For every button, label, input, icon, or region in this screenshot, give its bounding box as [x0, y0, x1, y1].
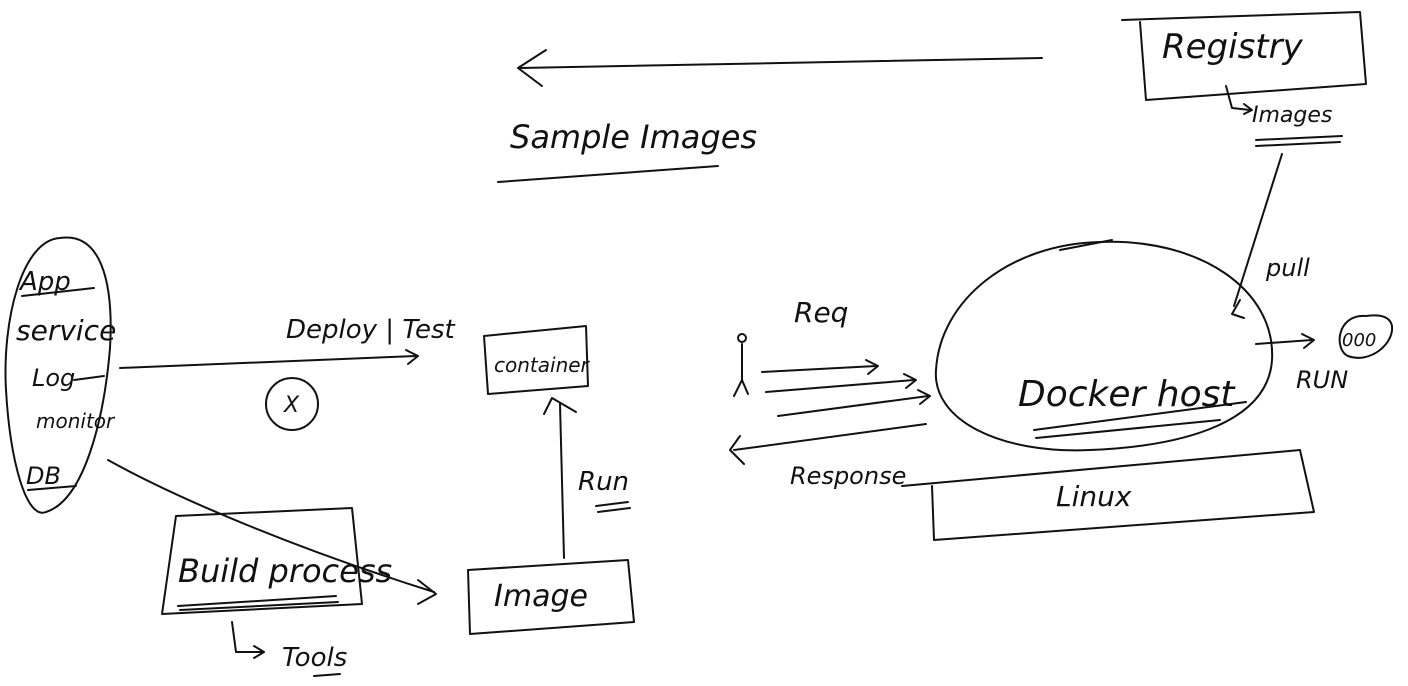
stack-item-log: Log	[32, 364, 75, 392]
deploy-test-arrow	[119, 349, 419, 369]
pull-line	[1231, 153, 1283, 319]
docker-host-node: Docker host	[934, 239, 1274, 452]
build-process-label: Build process	[178, 552, 392, 590]
left-stack: App service Log monitor DB	[4, 236, 116, 514]
stack-item-service: service	[16, 314, 116, 347]
tools-label: Tools	[282, 643, 347, 673]
run-underline	[597, 507, 631, 513]
pull-label: pull	[1265, 254, 1310, 282]
docker-host-label: Docker host	[1018, 374, 1236, 415]
stack-dash	[73, 375, 105, 381]
image-box: Image	[467, 559, 635, 635]
sample-images-arrow	[517, 49, 1043, 87]
user-icon	[733, 333, 749, 397]
run-output-arrow	[1255, 333, 1315, 349]
run-target: 000	[1338, 314, 1394, 359]
blocked-marker: X	[265, 377, 319, 431]
container-label: container	[494, 353, 591, 377]
req-label: Req	[794, 296, 848, 329]
registry-label: Registry	[1162, 27, 1304, 67]
tools-branch: Tools	[231, 621, 347, 677]
stack-divider	[27, 485, 77, 491]
registry-box: Registry	[1121, 11, 1367, 101]
image-label: Image	[494, 579, 588, 614]
stack-item-monitor: monitor	[36, 409, 116, 433]
docker-host-edge	[1059, 239, 1113, 251]
run-target-label: 000	[1342, 330, 1376, 351]
registry-images-label: Images	[1252, 103, 1332, 128]
sample-images-label: Sample Images	[510, 118, 757, 156]
linux-label: Linux	[1056, 480, 1132, 513]
run-underline	[595, 501, 629, 507]
build-process-box: Build process	[161, 507, 392, 615]
run-output-label: RUN	[1296, 366, 1348, 394]
request-arrows	[761, 359, 931, 417]
run-arrow	[543, 397, 577, 559]
stack-item-db: DB	[26, 462, 61, 490]
linux-box: Linux	[901, 449, 1315, 541]
stack-item-app: App	[18, 267, 71, 297]
run-label: Run	[578, 467, 629, 497]
response-label: Response	[790, 462, 906, 490]
sample-images-underline	[497, 165, 719, 183]
deploy-test-label: Deploy | Test	[286, 315, 456, 345]
registry-images-branch: Images	[1225, 85, 1343, 147]
stack-divider	[21, 287, 95, 297]
response-arrow	[729, 423, 927, 465]
stack-to-image-arrow	[107, 459, 437, 605]
blocked-mark-label: X	[283, 393, 300, 418]
container-box: container	[483, 325, 591, 395]
